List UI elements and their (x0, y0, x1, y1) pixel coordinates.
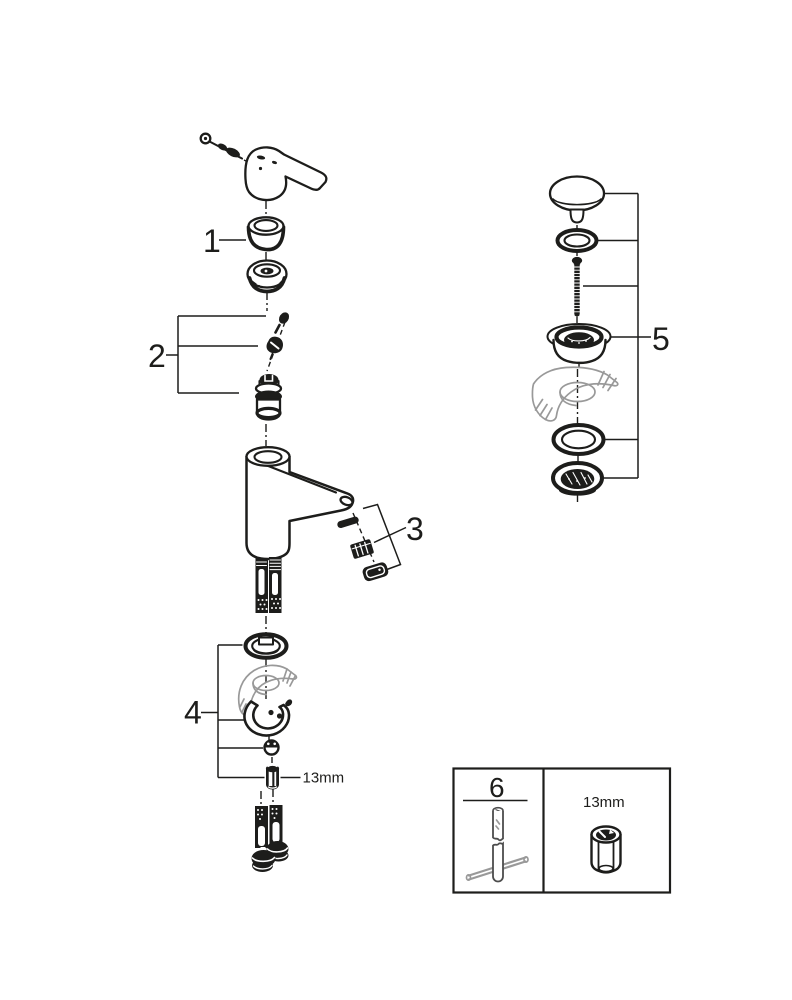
aerator-group: 3 (337, 503, 424, 582)
callout-3-label: 3 (406, 511, 424, 547)
aerator-insert (350, 539, 374, 559)
nut-size-box-label: 13mm (583, 794, 625, 811)
faucet-body (245, 446, 355, 561)
drain-washer (551, 423, 606, 456)
cartridge (254, 374, 283, 421)
drain-plug (548, 175, 606, 224)
aerator-cap (362, 562, 389, 582)
callout-6: 6 (463, 772, 528, 803)
supply-hoses (251, 805, 289, 872)
legend-box: 6 13mm (452, 767, 672, 894)
mounting-studs (255, 557, 282, 613)
base-ring (243, 632, 289, 660)
horseshoe-washer (243, 699, 293, 737)
drain-assembly: 5 (531, 175, 670, 505)
pivot-ball (263, 739, 280, 756)
drain-body (551, 461, 604, 496)
legend-nut: 13mm (583, 794, 625, 874)
cartridge-pin (266, 336, 284, 361)
callout-1-label: 1 (203, 223, 221, 259)
callout-6-label: 6 (489, 772, 505, 803)
callout-5-label: 5 (652, 321, 670, 357)
lever-handle (244, 146, 328, 202)
callout-2: 2 (148, 315, 266, 394)
sink-deck-ghost-right (531, 366, 619, 422)
drain-flange (546, 323, 612, 365)
callout-4: 4 (184, 644, 265, 779)
threaded-ring (246, 259, 288, 294)
callout-1: 1 (203, 223, 246, 259)
drain-screw-rod (571, 256, 583, 317)
callout-3: 3 (362, 503, 424, 571)
nut-size-inline-label: 13mm (303, 770, 345, 787)
aerator-washer (337, 516, 359, 529)
callout-5: 5 (583, 192, 670, 479)
callout-4-label: 4 (184, 695, 202, 731)
plug-seal-ring (555, 228, 599, 253)
fixation-group: 13mm 4 (184, 632, 345, 790)
fixation-nut (265, 764, 280, 790)
handle-cap-ring (246, 216, 286, 252)
handle-screw (199, 132, 253, 165)
nut-size-callout: 13mm (280, 770, 345, 787)
installation-tool (465, 806, 529, 883)
faucet-assembly: 1 2 (148, 132, 424, 872)
callout-2-label: 2 (148, 338, 166, 374)
cartridge-screw (274, 312, 290, 334)
